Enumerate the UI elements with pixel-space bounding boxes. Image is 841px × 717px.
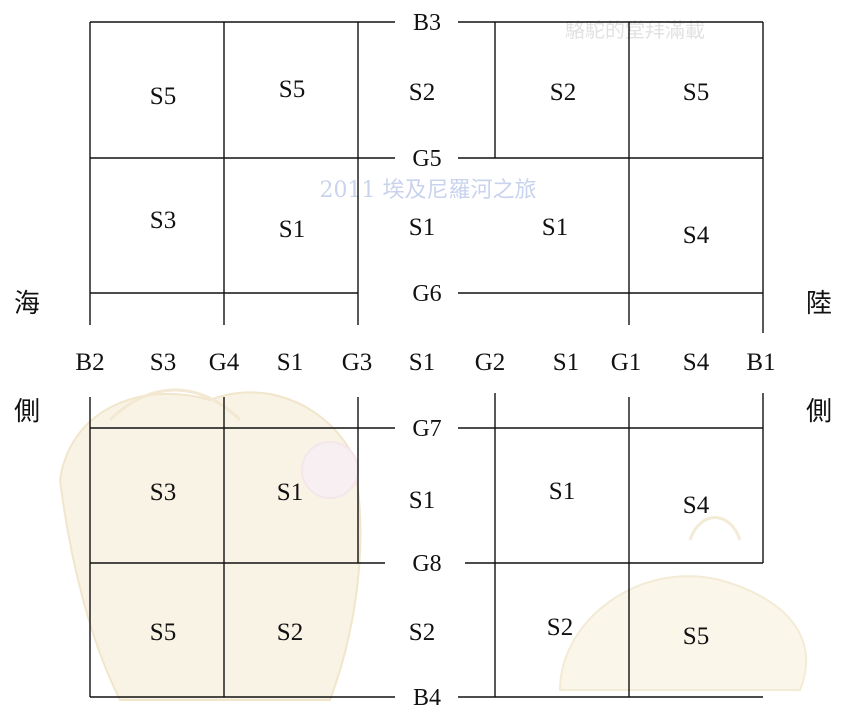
cell-tl-2: S5	[279, 76, 305, 103]
center-lower-2: S2	[409, 619, 435, 646]
side-label-land-side: 側	[806, 397, 832, 427]
cell-bl-2: S1	[277, 479, 303, 506]
axis-label-g3: G3	[342, 349, 373, 376]
cell-tr-3: S1	[542, 214, 568, 241]
gate-label-g8: G8	[412, 551, 441, 577]
gate-label-b3: B3	[413, 10, 441, 36]
cell-tr-2: S5	[683, 79, 709, 106]
axis-label-g2: G2	[475, 349, 506, 376]
cell-tr-4: S4	[683, 222, 710, 249]
cell-tr-1: S2	[550, 79, 576, 106]
quadrant-top-left: S5 S5 S3 S1	[150, 76, 305, 243]
cell-br-2: S4	[683, 492, 710, 519]
axis-label-b1: B1	[746, 349, 775, 376]
side-label-land: 陸	[806, 289, 832, 319]
cell-br-3: S2	[547, 614, 573, 641]
gate-label-b4: B4	[413, 685, 441, 711]
axis-label-b2: B2	[75, 349, 104, 376]
axis-label-s3: S3	[150, 349, 176, 376]
cell-br-1: S1	[549, 478, 575, 505]
center-upper-2: S1	[409, 214, 435, 241]
side-label-sea-side: 側	[14, 397, 40, 427]
axis-label-s1-right: S1	[553, 349, 579, 376]
center-lower-1: S1	[409, 487, 435, 514]
cell-bl-4: S2	[277, 619, 303, 646]
axis-label-s1-left: S1	[277, 349, 303, 376]
cell-bl-1: S3	[150, 479, 176, 506]
axis-label-g1: G1	[611, 349, 642, 376]
side-label-sea: 海	[14, 289, 40, 319]
cell-bl-3: S5	[150, 619, 176, 646]
axis-label-s1-center: S1	[409, 349, 435, 376]
quadrant-top-right: S2 S5 S1 S4	[542, 79, 710, 249]
cell-tl-3: S3	[150, 207, 176, 234]
cell-tl-1: S5	[150, 83, 176, 110]
axis-label-s4: S4	[683, 349, 710, 376]
gate-label-g5: G5	[412, 146, 441, 172]
axis-row: B2 S3 G4 S1 G3 S1 G2 S1 G1 S4 B1	[75, 349, 775, 376]
gate-label-g7: G7	[412, 416, 441, 442]
cell-br-4: S5	[683, 623, 709, 650]
watermark-caption: 2011 埃及尼羅河之旅	[320, 178, 537, 203]
cell-tl-4: S1	[279, 216, 305, 243]
axis-label-g4: G4	[209, 349, 240, 376]
center-upper-1: S2	[409, 79, 435, 106]
gate-label-g6: G6	[412, 281, 441, 307]
